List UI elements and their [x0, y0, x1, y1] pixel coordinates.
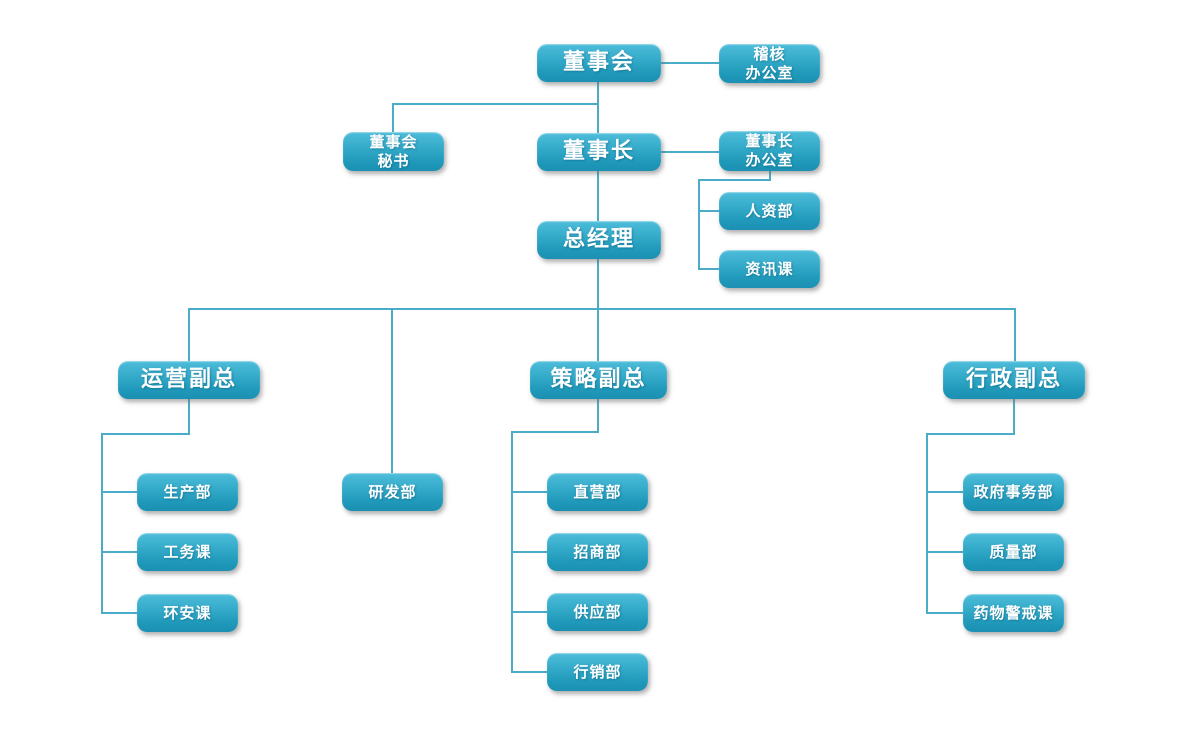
org-node-ehs-section[interactable]: 环安课 — [137, 594, 238, 632]
org-node-it-section[interactable]: 资讯课 — [719, 250, 820, 288]
connector-line — [698, 210, 719, 212]
connector-line — [101, 433, 190, 435]
org-node-production-dept[interactable]: 生产部 — [137, 473, 238, 511]
connector-line — [101, 433, 103, 613]
connector-line — [188, 308, 1016, 310]
org-node-rnd-dept[interactable]: 研发部 — [342, 473, 443, 511]
org-node-govt-affairs-dept[interactable]: 政府事务部 — [963, 473, 1064, 511]
connector-line — [511, 671, 547, 673]
connector-line — [1014, 308, 1016, 361]
org-node-audit-office[interactable]: 稽核 办公室 — [719, 44, 820, 83]
connector-line — [511, 551, 547, 553]
connector-line — [769, 170, 771, 181]
connector-line — [698, 268, 719, 270]
org-node-engineering-section[interactable]: 工务课 — [137, 533, 238, 571]
connector-line — [926, 491, 964, 493]
org-node-operations-vp[interactable]: 运营副总 — [118, 361, 260, 399]
org-node-board[interactable]: 董事会 — [537, 44, 661, 82]
connector-line — [597, 399, 599, 433]
connector-line — [101, 491, 137, 493]
org-node-hr-dept[interactable]: 人资部 — [719, 192, 820, 230]
connector-line — [392, 103, 598, 105]
org-node-chairman-office[interactable]: 董事长 办公室 — [719, 131, 820, 171]
connector-line — [661, 151, 719, 153]
org-node-board-secretary[interactable]: 董事会 秘书 — [343, 132, 444, 171]
org-node-admin-vp[interactable]: 行政副总 — [943, 361, 1085, 399]
connector-line — [597, 82, 599, 133]
connector-line — [926, 433, 1015, 435]
org-node-strategy-vp[interactable]: 策略副总 — [530, 361, 667, 399]
org-node-supply-dept[interactable]: 供应部 — [547, 593, 648, 631]
org-node-chairman[interactable]: 董事长 — [537, 133, 661, 171]
connector-line — [597, 308, 599, 361]
org-node-quality-dept[interactable]: 质量部 — [963, 533, 1064, 571]
connector-line — [392, 103, 394, 132]
connector-line — [926, 612, 964, 614]
connector-line — [101, 551, 137, 553]
org-node-pharmacovigilance-section[interactable]: 药物警戒课 — [963, 594, 1064, 632]
connector-line — [661, 62, 719, 64]
org-node-general-manager[interactable]: 总经理 — [537, 221, 661, 259]
connector-line — [511, 611, 547, 613]
connector-line — [511, 431, 599, 433]
connector-line — [597, 171, 599, 221]
connector-line — [511, 491, 547, 493]
connector-line — [101, 612, 137, 614]
org-node-marketing-dept[interactable]: 行销部 — [547, 653, 648, 691]
connector-line — [698, 179, 700, 270]
connector-line — [926, 433, 928, 614]
org-node-direct-sales-dept[interactable]: 直营部 — [547, 473, 648, 511]
connector-line — [926, 551, 964, 553]
connector-line — [188, 399, 190, 435]
connector-line — [391, 308, 393, 473]
connector-line — [698, 179, 771, 181]
connector-line — [188, 308, 190, 361]
connector-line — [597, 259, 599, 309]
connector-line — [1013, 399, 1015, 435]
org-node-merchants-dept[interactable]: 招商部 — [547, 533, 648, 571]
